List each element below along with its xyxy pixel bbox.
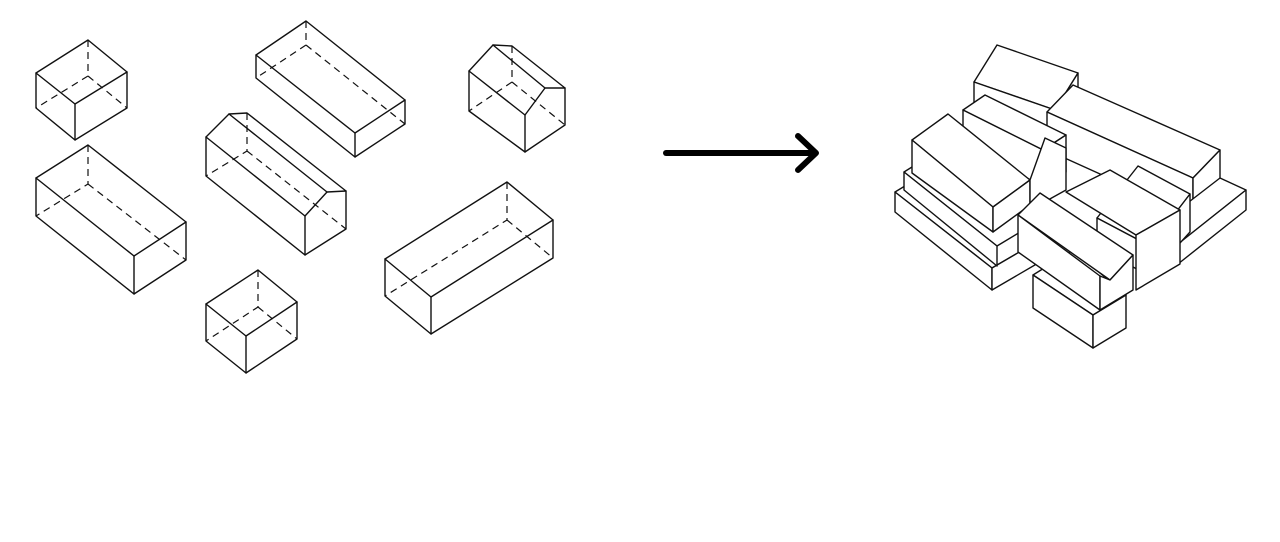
wireframe-box-small-bottom (205, 269, 298, 374)
transformation-arrow (663, 133, 819, 173)
wireframe-box-small-top-left (35, 39, 128, 141)
wireframe-box-long-left (35, 144, 187, 295)
cluster-front-gable (1017, 192, 1134, 311)
clustered-volumes-group (894, 44, 1247, 349)
arrow-head (795, 133, 819, 173)
wireframe-gable-house-middle (205, 112, 347, 256)
cluster-front-left-gable (911, 113, 1031, 233)
cluster-front-slab-mid (1065, 169, 1181, 291)
wireframe-box-long-bottom-right (384, 181, 554, 335)
separate-volumes-group (35, 20, 566, 374)
wireframe-box-long-top (255, 20, 406, 158)
wireframe-gable-house-small (468, 44, 566, 153)
